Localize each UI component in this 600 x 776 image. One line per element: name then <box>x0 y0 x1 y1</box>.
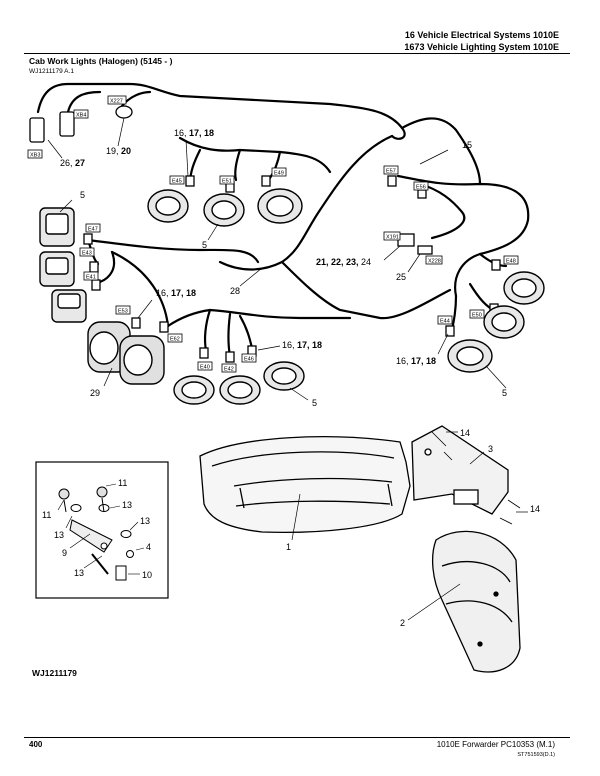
callout-1: 1 <box>286 542 291 552</box>
work-lights <box>39 188 545 405</box>
page-number: 400 <box>29 740 43 749</box>
footer-model: 1010E Forwarder PC10353 (M.1) <box>436 740 555 749</box>
callout-28: 28 <box>230 286 240 296</box>
work-light-bottom-1 <box>173 375 215 405</box>
work-light-left-1 <box>39 207 75 247</box>
bolts <box>431 431 521 525</box>
cab-light-housing <box>199 436 411 534</box>
callout-3: 3 <box>488 444 493 454</box>
mounting-bracket <box>411 425 509 515</box>
work-light-large <box>431 530 521 673</box>
footer-code: ST751593(D.1) <box>517 752 555 758</box>
work-light-right-1 <box>503 271 545 305</box>
callout-5-right: 5 <box>502 388 507 398</box>
callout-25: 25 <box>396 272 406 282</box>
work-light-top-3 <box>257 188 303 224</box>
callout-19-20: 19, 20 <box>106 146 131 156</box>
connector-tag-e56: E56 <box>416 185 426 191</box>
wire-harness <box>36 82 530 358</box>
connector-tag-e42: E42 <box>224 367 234 373</box>
connectors <box>29 105 501 363</box>
connector-tag-e44: E44 <box>440 319 450 325</box>
callout-26-27: 26, 27 <box>60 158 85 168</box>
page-title: Cab Work Lights (Halogen) (5145 - ) <box>29 56 173 66</box>
callout-4: 4 <box>146 542 151 552</box>
connector-tag-x191: X191 <box>386 235 399 241</box>
work-light-right-3 <box>447 339 493 373</box>
connector-tag-e47: E47 <box>88 227 98 233</box>
connector-tag-e46: E46 <box>244 357 254 363</box>
callout-16-17-18-right: 16, 17, 18 <box>396 356 436 366</box>
connector-tag-x228: X228 <box>428 259 441 265</box>
header-subsection-title: 1673 Vehicle Lighting System 1010E <box>404 42 559 52</box>
work-light-bottom-3 <box>263 361 305 391</box>
part-leader-lines <box>291 431 528 621</box>
work-light-bottom-2 <box>219 375 261 405</box>
callout-13-upper: 13 <box>122 500 132 510</box>
detail-inset-parts <box>58 486 134 581</box>
work-light-top-1 <box>147 189 189 223</box>
callout-5-left: 5 <box>80 190 85 200</box>
connector-tag-e49: E49 <box>274 171 284 177</box>
work-light-left-2 <box>39 251 75 287</box>
connector-tag-e40: E40 <box>200 365 210 371</box>
callout-14-right: 14 <box>530 504 540 514</box>
connector-tag-e48: E48 <box>506 259 516 265</box>
figure-reference: WJ1211179 A.1 <box>29 68 74 75</box>
callout-13-right: 13 <box>140 516 150 526</box>
connector-tag-e45: E45 <box>172 179 182 185</box>
work-light-left-3 <box>51 289 87 323</box>
callout-5-top: 5 <box>202 240 207 250</box>
connector-tag-e51: E51 <box>222 179 232 185</box>
connector-tag-e57: E57 <box>386 169 396 175</box>
callout-11-left: 11 <box>42 510 51 520</box>
connector-tag-e43: E43 <box>82 251 92 257</box>
leader-lines <box>47 117 507 401</box>
callout-11-right: 11 <box>118 478 127 488</box>
footer-divider <box>24 737 570 738</box>
callout-15: 15 <box>462 140 472 150</box>
callout-13-bottom: 13 <box>74 568 84 578</box>
callout-9: 9 <box>62 548 67 558</box>
callout-16-17-18-top: 16, 17, 18 <box>174 128 214 138</box>
callout-16-17-18-left: 16, 17, 18 <box>156 288 196 298</box>
callout-14-top: 14 <box>460 428 470 438</box>
callout-10: 10 <box>142 570 152 580</box>
connector-tag-e41: E41 <box>86 275 96 281</box>
connector-tag-e62: E62 <box>170 337 180 343</box>
callout-2: 2 <box>400 618 405 628</box>
connector-tag-e53: E53 <box>118 309 128 315</box>
figure-label: WJ1211179 <box>32 668 77 678</box>
detail-inset-box <box>35 461 169 599</box>
detail-inset-leaders <box>57 483 145 575</box>
callout-16-17-18-bottom: 16, 17, 18 <box>282 340 322 350</box>
work-light-top-2 <box>203 193 245 227</box>
connector-tag-xb3: XB3 <box>30 153 40 159</box>
callout-21-24: 21, 22, 23, 24 <box>316 257 371 267</box>
callout-13-left: 13 <box>54 530 64 540</box>
connector-tag-xb4: XB4 <box>76 113 86 119</box>
work-light-right-2 <box>483 305 525 339</box>
connector-tag-e50: E50 <box>472 313 482 319</box>
connector-tags: XB3 XB4 X227 E45 E51 E49 E47 E43 E41 E53… <box>27 95 519 373</box>
callout-5-bottom: 5 <box>312 398 317 408</box>
callout-labels: 26, 27 19, 20 16, 17, 18 15 5 5 21, 22, … <box>42 128 540 628</box>
callout-29: 29 <box>90 388 100 398</box>
work-light-pair <box>87 321 165 385</box>
header-divider <box>24 53 570 54</box>
header-section-title: 16 Vehicle Electrical Systems 1010E <box>404 30 559 40</box>
connector-tag-x227: X227 <box>110 99 123 105</box>
